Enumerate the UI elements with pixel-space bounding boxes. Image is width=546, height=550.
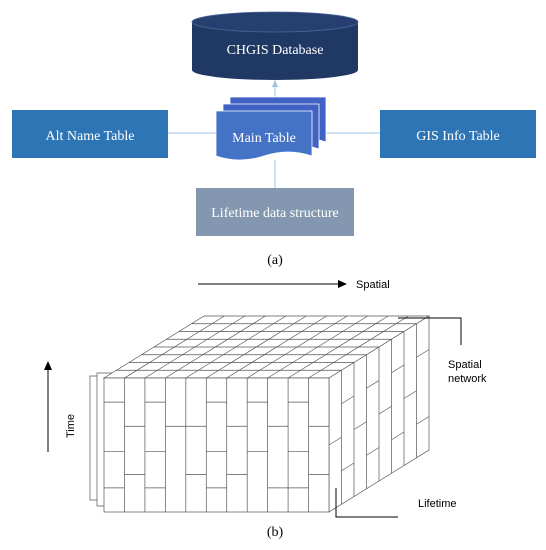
right-grid-line	[366, 447, 380, 456]
spatial-label: Spatial	[356, 279, 390, 291]
caption-b: (b)	[267, 525, 284, 540]
lifetime-block-3d	[89, 315, 431, 513]
alt-name-table-node: Alt Name Table	[12, 110, 168, 158]
arrowhead-up	[272, 80, 278, 87]
time-label: Time	[65, 414, 77, 438]
panel-b: Spatial Time Spatial network Lifetime (b…	[44, 279, 487, 540]
right-grid-line	[341, 462, 355, 472]
spatial-network-label-line1: Spatial	[448, 359, 482, 371]
main-table-node: Main Table	[215, 96, 327, 161]
right-grid-line	[378, 405, 392, 415]
panel-a: CHGIS Database Alt Name Table GIS Info T…	[12, 11, 536, 268]
right-grid-line	[391, 431, 405, 441]
front-face	[103, 377, 330, 513]
gis-info-label: GIS Info Table	[416, 129, 500, 144]
right-grid-line	[328, 436, 342, 446]
lifetime-structure-label: Lifetime data structure	[211, 206, 339, 221]
time-axis: Time	[44, 361, 77, 452]
lifetime-label: Lifetime	[418, 498, 457, 510]
right-grid-line	[416, 416, 430, 425]
chgis-database-node: CHGIS Database	[191, 11, 359, 80]
right-grid-line	[403, 390, 417, 399]
spatial-network-callout: Spatial network	[398, 317, 487, 385]
caption-a: (a)	[267, 253, 283, 268]
gis-info-table-node: GIS Info Table	[380, 110, 536, 158]
lifetime-structure-node: Lifetime data structure	[196, 188, 354, 236]
right-grid-line	[353, 421, 367, 430]
database-label: CHGIS Database	[227, 43, 324, 58]
main-table-label: Main Table	[232, 131, 296, 146]
spatial-axis: Spatial	[198, 279, 390, 291]
right-grid-line	[341, 395, 355, 405]
alt-name-label: Alt Name Table	[46, 129, 135, 144]
spatial-network-label-line2: network	[448, 373, 487, 385]
right-grid-line	[366, 380, 380, 389]
right-grid-line	[391, 364, 405, 374]
lifetime-callout: Lifetime	[335, 488, 457, 518]
right-grid-line	[416, 349, 430, 358]
